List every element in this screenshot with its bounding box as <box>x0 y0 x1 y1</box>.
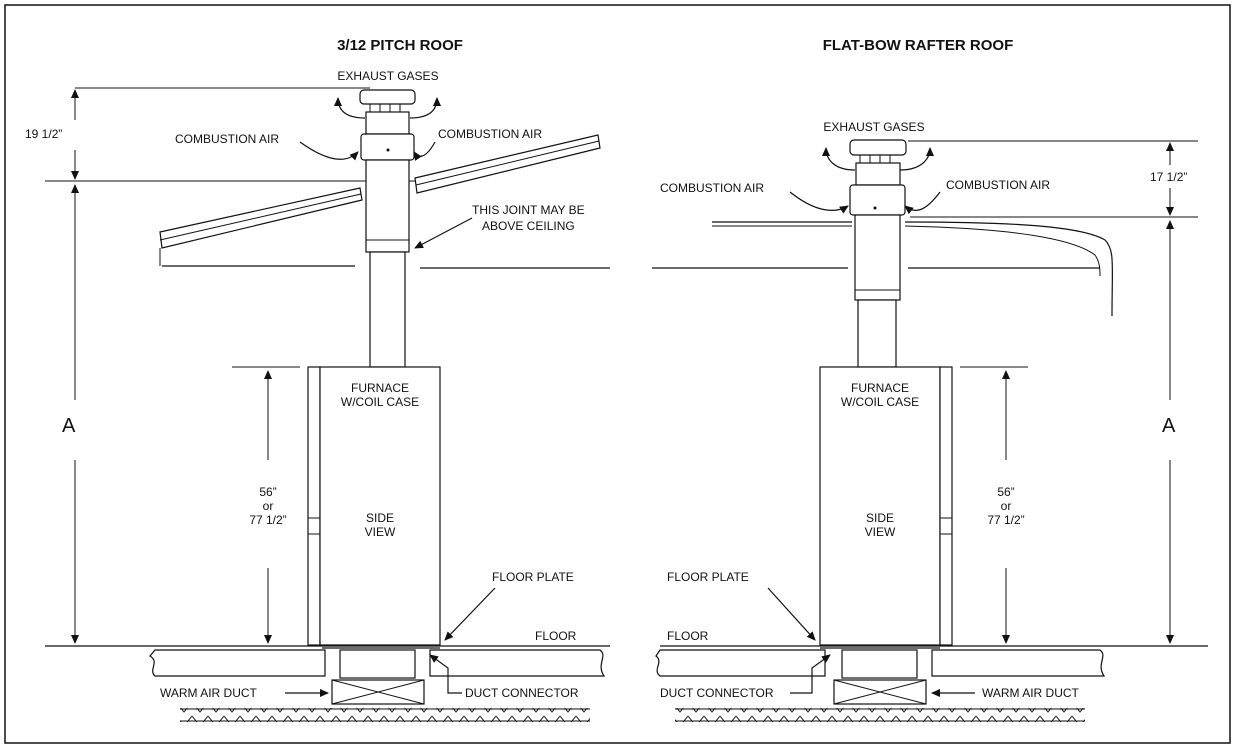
left-floor-label: FLOOR <box>535 629 577 643</box>
left-roof-panel-lower <box>159 187 363 249</box>
right-dim-height-line2: or <box>1001 499 1012 513</box>
right-floor-plate-label: FLOOR PLATE <box>667 570 749 584</box>
left-vent-collar <box>360 133 415 161</box>
right-floor-slab-right <box>931 649 1106 677</box>
border-frame <box>4 4 1231 744</box>
right-combustion-arrow-right <box>904 191 941 215</box>
right-dim-a-label: A <box>1162 415 1176 437</box>
left-vent-upper-pipe <box>365 111 410 135</box>
left-duct-connector-arrow <box>429 654 462 694</box>
right-bow-rafter-inner <box>904 225 1101 277</box>
left-duct-connector-label: DUCT CONNECTOR <box>465 686 579 700</box>
right-vent-collar <box>849 184 906 216</box>
left-exhaust-arrow-right <box>409 97 441 119</box>
right-furnace-label-line1: FURNACE <box>851 381 909 395</box>
right-combustion-arrow-left <box>789 191 849 214</box>
right-duct-connector-arrow <box>790 654 831 694</box>
left-combustion-label-left: COMBUSTION AIR <box>175 132 279 146</box>
right-combustion-label-left: COMBUSTION AIR <box>660 181 764 195</box>
left-dim-top-label: 19 1/2” <box>25 127 62 141</box>
left-dim-height-line3: 77 1/2” <box>249 513 286 527</box>
left-vent-cap <box>359 89 416 105</box>
left-vent-collar-screw <box>386 148 390 152</box>
left-warm-air-duct-cross <box>331 679 425 705</box>
right-bow-rafter-outer <box>904 221 1114 317</box>
left-exhaust-arrow-left <box>334 97 366 119</box>
right-duct-connector-label: DUCT CONNECTOR <box>660 686 774 700</box>
left-floor-slab-right <box>429 649 606 677</box>
right-furnace-side-rail <box>939 366 953 646</box>
left-side-view-line2: VIEW <box>365 525 396 539</box>
right-furnace-label-line2: W/COIL CASE <box>841 395 919 409</box>
right-floor-label: FLOOR <box>667 629 709 643</box>
left-diagram: 3/12 PITCH ROOF 19 1/2” A <box>25 37 610 722</box>
right-warm-air-duct-label: WARM AIR DUCT <box>982 686 1080 700</box>
left-title: 3/12 PITCH ROOF <box>337 37 463 54</box>
right-floor-slab-left <box>655 649 826 677</box>
right-side-view-line2: VIEW <box>865 525 896 539</box>
right-floor-plate-arrow <box>767 587 816 641</box>
right-duct-connector <box>841 649 918 679</box>
right-exhaust-arrow-left <box>822 147 856 171</box>
left-roof-panel-upper-edge <box>415 140 600 186</box>
left-roof-panel-lower-edge <box>159 193 362 241</box>
right-exhaust-label: EXHAUST GASES <box>823 120 924 134</box>
left-floor-plate-arrow <box>444 587 496 641</box>
right-vent-collar-screw <box>873 206 877 210</box>
left-furnace-label-line2: W/COIL CASE <box>341 395 419 409</box>
left-ground-hatch <box>180 708 590 722</box>
left-warm-air-duct-label: WARM AIR DUCT <box>160 686 258 700</box>
right-dim-top-label: 17 1/2” <box>1150 170 1187 184</box>
right-furnace-cabinet <box>819 366 941 646</box>
right-dim-height-line3: 77 1/2” <box>987 513 1024 527</box>
left-joint-arrow <box>414 217 473 249</box>
right-title: FLAT-BOW RAFTER ROOF <box>823 37 1014 54</box>
left-side-view-line1: SIDE <box>366 511 394 525</box>
left-furnace-label-line1: FURNACE <box>351 381 409 395</box>
right-diagram: FLAT-BOW RAFTER ROOF 17 1/2” A <box>652 37 1208 722</box>
left-exhaust-label: EXHAUST GASES <box>337 69 438 83</box>
left-floor-slab-left <box>149 649 326 677</box>
left-combustion-arrow-left <box>299 141 359 161</box>
left-dim-a-label: A <box>62 415 76 437</box>
right-vent-upper-pipe <box>855 162 901 186</box>
left-flue-pipe <box>369 251 406 368</box>
left-duct-connector <box>339 649 416 679</box>
left-furnace-side-rail <box>307 366 321 646</box>
left-furnace-cabinet <box>319 366 441 646</box>
right-flue-pipe <box>857 299 897 368</box>
right-side-view-line1: SIDE <box>866 511 894 525</box>
left-floor-plate-label: FLOOR PLATE <box>492 570 574 584</box>
left-combustion-arrow-right <box>413 141 436 161</box>
left-joint-note-line1: THIS JOINT MAY BE <box>472 203 585 217</box>
left-combustion-label-right: COMBUSTION AIR <box>438 127 542 141</box>
left-dim-height-line2: or <box>263 499 274 513</box>
left-dim-height-line1: 56” <box>259 485 276 499</box>
left-roof-panel-upper <box>414 134 601 194</box>
right-warm-air-duct-cross <box>833 679 927 705</box>
right-vent-pipe <box>854 214 901 301</box>
right-combustion-label-right: COMBUSTION AIR <box>946 178 1050 192</box>
left-vent-pipe <box>365 159 410 253</box>
right-vent-cap <box>849 139 907 156</box>
left-joint-note-line2: ABOVE CEILING <box>482 219 575 233</box>
right-exhaust-arrow-right <box>899 147 934 171</box>
right-ground-hatch <box>675 708 1085 722</box>
right-dim-height-line1: 56” <box>997 485 1014 499</box>
